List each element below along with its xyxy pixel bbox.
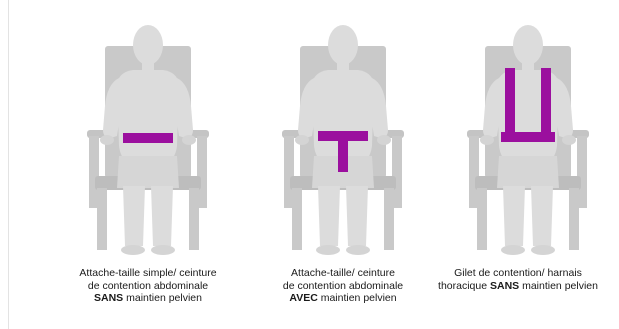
caption-lap-belt-pelvic: Attache-taille/ ceinture de contention a… [243,267,443,305]
caption-lap-belt: Attache-taille simple/ ceinture de conte… [48,267,248,305]
lap-belt-strap [123,133,173,143]
left-border-line [8,0,9,329]
caption-line: maintien pelvien [123,292,202,304]
caption-line: Attache-taille simple/ ceinture [48,267,248,280]
harness-right-strap [541,68,551,142]
caption-emphasis: AVEC [289,292,317,304]
caption-emphasis: SANS [94,292,123,304]
caption-line: maintien pelvien [318,292,397,304]
caption-vest-harness: Gilet de contention/ harnais thoracique … [418,267,618,292]
harness-left-strap [505,68,515,142]
caption-line: de contention abdominale [48,280,248,293]
pelvic-strap [338,138,348,172]
caption-emphasis: SANS [490,280,519,292]
caption-line: thoracique [438,280,490,292]
harness-waist-strap [501,132,555,142]
figure-lap-belt-pelvic [268,18,418,258]
caption-line: maintien pelvien [519,280,598,292]
caption-line: Gilet de contention/ harnais [418,267,618,280]
figure-vest-harness [453,18,603,258]
caption-line: Attache-taille/ ceinture [243,267,443,280]
caption-line: de contention abdominale [243,280,443,293]
figure-lap-belt [73,18,223,258]
